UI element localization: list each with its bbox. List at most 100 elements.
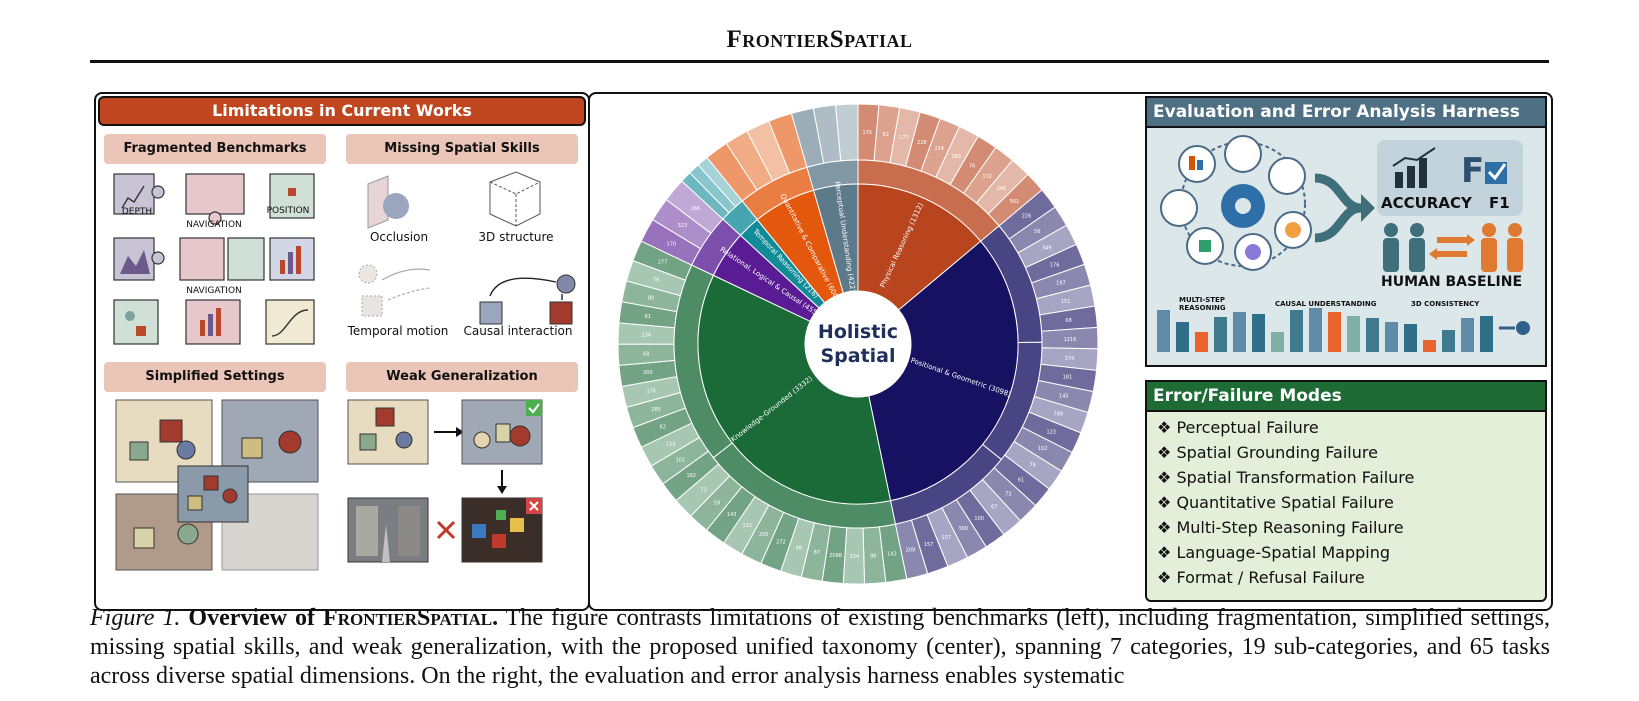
error-bar bbox=[1271, 332, 1284, 352]
taxonomy-sunburst-chart: Physical Reasoning (1312)Positional & Ge… bbox=[617, 103, 1099, 585]
bullet-icon: ❖ bbox=[1157, 543, 1177, 562]
task-count-label: 200 bbox=[643, 370, 653, 376]
task-count-label: 62 bbox=[883, 132, 889, 138]
human-baseline-label: HUMAN BASELINE bbox=[1381, 274, 1523, 290]
task-count-label: 181 bbox=[1063, 375, 1073, 381]
taxonomy-panel: Physical Reasoning (1312)Positional & Ge… bbox=[588, 92, 1553, 611]
task-count-label: 277 bbox=[658, 260, 668, 266]
f1-label: F1 bbox=[1489, 194, 1510, 212]
task-count-label: 226 bbox=[1022, 213, 1032, 219]
task-count-label: 172 bbox=[982, 174, 992, 180]
error-mode-item: ❖ Format / Refusal Failure bbox=[1157, 568, 1365, 587]
task-count-label: 76 bbox=[969, 163, 975, 169]
error-bar bbox=[1404, 324, 1417, 352]
caption-text: The figure contrasts limitations of exis… bbox=[90, 605, 1550, 689]
task-count-label: 323 bbox=[678, 223, 688, 229]
task-count-label: 788 bbox=[1053, 412, 1063, 418]
error-bar bbox=[1385, 322, 1398, 352]
caption-benchmark-name: FrontierSpatial bbox=[323, 605, 493, 631]
bullet-icon: ❖ bbox=[1157, 568, 1177, 587]
structure-label: 3D structure bbox=[478, 230, 554, 244]
missing-spatial-skills-label: Missing Spatial Skills bbox=[346, 134, 578, 164]
task-count-label: 59 bbox=[714, 500, 720, 506]
error-bar bbox=[1461, 318, 1474, 352]
error-mode-label: Spatial Transformation Failure bbox=[1176, 468, 1415, 487]
error-bar bbox=[1195, 332, 1208, 352]
task-count-label: 135 bbox=[862, 130, 872, 136]
task-count-label: 62 bbox=[660, 425, 666, 431]
bullet-icon: ❖ bbox=[1157, 468, 1177, 487]
accuracy-chart-icon bbox=[1392, 147, 1436, 188]
task-count-label: 151 bbox=[1061, 299, 1071, 305]
task-count-label: 87 bbox=[814, 550, 820, 556]
task-count-label: 272 bbox=[776, 539, 786, 545]
task-count-label: 98 bbox=[796, 546, 802, 552]
puzzle-grid-icon bbox=[113, 173, 315, 345]
magnifier-icon bbox=[1499, 321, 1530, 335]
merge-arrow-icon bbox=[1314, 173, 1375, 243]
svg-text:F: F bbox=[1461, 151, 1484, 188]
task-count-label: 228 bbox=[917, 140, 927, 146]
task-count-label: 102 bbox=[1038, 446, 1048, 452]
temporal-motion-label: Temporal motion bbox=[347, 324, 449, 338]
task-count-label: 157 bbox=[924, 542, 934, 548]
task-count-label: 107 bbox=[941, 535, 951, 541]
task-count-label: 123 bbox=[1046, 429, 1056, 435]
task-count-label: 132 bbox=[742, 523, 752, 529]
error-mode-label: Multi-Step Reasoning Failure bbox=[1176, 518, 1404, 537]
sunburst-hub bbox=[805, 291, 911, 397]
occlusion-icon bbox=[367, 175, 409, 229]
evaluation-harness-title: Evaluation and Error Analysis Harness bbox=[1145, 96, 1547, 128]
f1-check-icon: F bbox=[1461, 151, 1507, 188]
error-bar bbox=[1328, 312, 1341, 352]
error-mode-label: Quantitative Spatial Failure bbox=[1176, 493, 1394, 512]
error-mode-item: ❖ Perceptual Failure bbox=[1157, 418, 1319, 437]
task-count-label: 79 bbox=[1029, 462, 1035, 468]
limitations-title: Limitations in Current Works bbox=[98, 96, 586, 126]
error-bar bbox=[1347, 316, 1360, 352]
figure-caption: Figure 1. Overview of FrontierSpatial. T… bbox=[90, 604, 1550, 691]
causal-interaction-label: Causal interaction bbox=[463, 324, 573, 338]
task-count-label: 2088 bbox=[829, 553, 842, 559]
task-count-label: 1216 bbox=[1064, 337, 1077, 343]
cube-wireframe-icon bbox=[489, 171, 541, 227]
hub-label-line2: Spatial bbox=[820, 345, 895, 367]
weak-generalization-image bbox=[347, 399, 543, 563]
header-rule bbox=[90, 60, 1549, 63]
consistency-3d-label: 3D CONSISTENCY bbox=[1411, 300, 1480, 308]
fragmented-benchmarks-label: Fragmented Benchmarks bbox=[104, 134, 326, 164]
task-count-label: 170 bbox=[667, 242, 677, 248]
task-count-label: 100 bbox=[974, 516, 984, 522]
task-count-label: 300 bbox=[958, 526, 968, 532]
weak-generalization-label: Weak Generalization bbox=[346, 362, 578, 392]
task-count-label: 61 bbox=[1018, 477, 1024, 483]
task-count-label: 180 bbox=[951, 154, 961, 160]
error-bar bbox=[1252, 314, 1265, 352]
task-count-label: 101 bbox=[676, 458, 686, 464]
task-count-label: 80 bbox=[648, 295, 654, 301]
task-count-label: 98 bbox=[870, 553, 876, 559]
error-mode-label: Language-Spatial Mapping bbox=[1176, 543, 1391, 562]
error-bar bbox=[1290, 310, 1303, 352]
caption-bold-end: . bbox=[492, 605, 499, 631]
error-bar bbox=[1176, 322, 1189, 352]
task-count-label: 67 bbox=[991, 504, 997, 510]
error-bar bbox=[1214, 317, 1227, 352]
task-count-label: 68 bbox=[1065, 318, 1071, 324]
bullet-icon: ❖ bbox=[1157, 493, 1177, 512]
figure-label: Figure 1. bbox=[90, 605, 181, 631]
task-count-label: 349 bbox=[1042, 245, 1052, 251]
task-count-label: 234 bbox=[641, 333, 651, 339]
error-mode-label: Format / Refusal Failure bbox=[1176, 568, 1365, 587]
error-bar bbox=[1423, 340, 1436, 352]
puzzle-label-navigation-2: NAVIGATION bbox=[186, 286, 242, 296]
error-bar bbox=[1157, 310, 1170, 352]
task-count-label: 209 bbox=[906, 547, 916, 553]
task-count-label: 73 bbox=[700, 487, 706, 493]
bullet-icon: ❖ bbox=[1157, 518, 1177, 537]
task-count-label: 234 bbox=[850, 554, 860, 560]
task-count-label: 214 bbox=[934, 146, 944, 152]
task-count-label: 56 bbox=[1034, 229, 1040, 235]
task-count-label: 113 bbox=[666, 442, 676, 448]
task-count-label: 182 bbox=[687, 473, 697, 479]
